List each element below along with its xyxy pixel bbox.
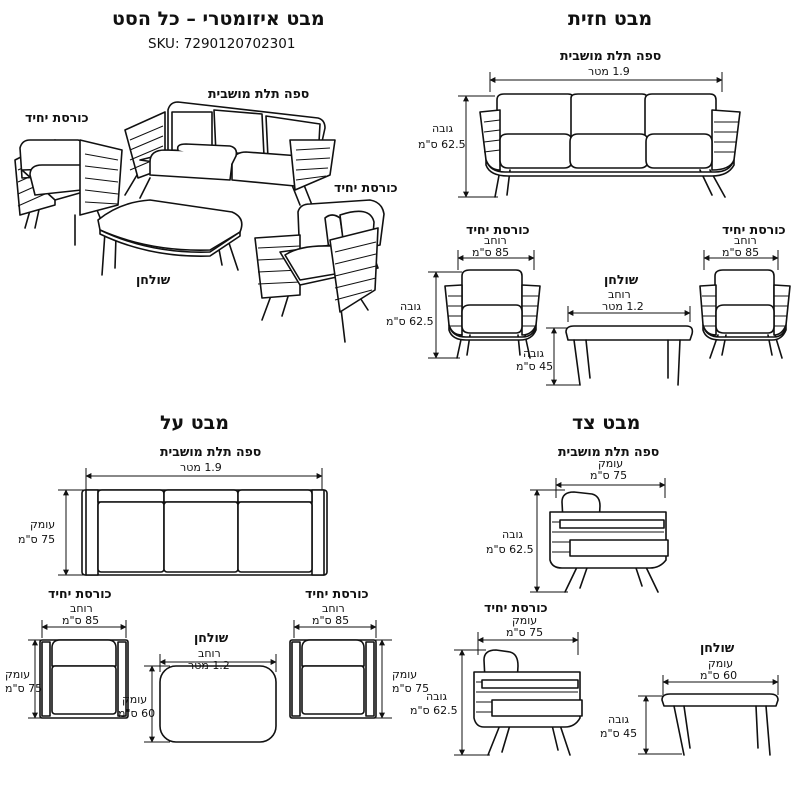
- front-chair-right-width-label: רוחב: [734, 234, 757, 247]
- side-sofa-depth-label: עומק: [598, 457, 624, 470]
- iso-chair-right-label: כורסת יחיד: [334, 180, 398, 195]
- front-chair-left-dim-lines: [428, 250, 535, 359]
- top-chair-left-depth-value: 75 ס"מ: [5, 682, 43, 695]
- iso-table-label: שולחן: [136, 272, 171, 287]
- front-table-width-label: רוחב: [608, 288, 631, 301]
- iso-chair-left: [14, 139, 123, 246]
- top-chair-left-depth-label: עומק: [5, 668, 31, 681]
- top-table: [159, 665, 277, 743]
- side-sofa: [549, 491, 669, 593]
- front-chair-left-label: כורסת יחיד: [466, 222, 530, 237]
- front-table-height-value: 45 ס"מ: [516, 360, 554, 373]
- top-table-label: שולחן: [194, 630, 229, 645]
- side-table-height-value: 45 ס"מ: [600, 727, 638, 740]
- front-chair-left-width-label: רוחב: [484, 234, 507, 247]
- iso-table: [97, 199, 243, 276]
- side-sofa-label: ספה תלת מושבית: [558, 444, 660, 459]
- front-chair-right-dim-lines: [703, 250, 779, 270]
- top-sofa-width: 1.9 מטר: [180, 461, 222, 474]
- top-chair-right-label: כורסת יחיד: [305, 586, 369, 601]
- iso-title: מבט איזומטרי – כל הסט: [112, 8, 325, 30]
- sku-code: SKU: 7290120702301: [148, 36, 296, 52]
- iso-chair-left-label: כורסת יחיד: [25, 110, 89, 125]
- front-table-height-label: גובה: [523, 347, 545, 360]
- top-table-dim-lines: [144, 654, 277, 743]
- top-sofa-depth-value: 75 ס"מ: [18, 533, 56, 546]
- top-sofa-depth-label: עומק: [30, 518, 56, 531]
- top-chair-left-width-value: 85 ס"מ: [62, 614, 100, 627]
- front-chair-height-label: גובה: [400, 300, 422, 313]
- side-sofa-height-value: 62.5 ס"מ: [486, 543, 534, 556]
- front-table: [565, 325, 694, 386]
- top-chair-left-width-label: רוחב: [70, 602, 93, 615]
- front-sofa-dim-lines: [458, 72, 723, 198]
- front-chair-left-width-value: 85 ס"מ: [472, 246, 510, 259]
- front-sofa-height-value: 62.5 ס"מ: [418, 138, 466, 151]
- front-chair-right-label: כורסת יחיד: [722, 222, 786, 237]
- front-table-width-value: 1.2 מטר: [602, 300, 644, 313]
- front-table-label: שולחן: [604, 272, 639, 287]
- front-sofa-width: 1.9 מטר: [588, 65, 630, 78]
- iso-chair-right: [254, 199, 385, 343]
- side-table: [661, 693, 779, 756]
- top-chair-left: [39, 639, 129, 719]
- top-chair-right-width-label: רוחב: [322, 602, 345, 615]
- iso-sofa: [124, 101, 336, 206]
- side-title: מבט צד: [572, 412, 641, 434]
- front-sofa-height-label: גובה: [432, 122, 454, 135]
- side-table-height-label: גובה: [608, 713, 630, 726]
- side-table-dim-lines: [638, 675, 779, 755]
- front-table-dim-lines: [546, 306, 691, 386]
- top-table-width-label: רוחב: [198, 647, 221, 660]
- iso-sofa-label: ספה תלת מושבית: [208, 86, 310, 101]
- front-title: מבט חזית: [568, 8, 653, 30]
- side-sofa-depth-value: 75 ס"מ: [590, 469, 628, 482]
- top-table-depth-label: עומק: [122, 693, 148, 706]
- side-chair-height-label: גובה: [426, 690, 448, 703]
- side-sofa-height-label: גובה: [502, 528, 524, 541]
- front-chair-height-value: 62.5 ס"מ: [386, 315, 434, 328]
- front-chair-right-width-value: 85 ס"מ: [722, 246, 760, 259]
- top-chair-left-label: כורסת יחיד: [48, 586, 112, 601]
- front-chair-left: [444, 269, 541, 359]
- side-chair-depth-value: 75 ס"מ: [506, 626, 544, 639]
- top-chair-right-depth-value: 75 ס"מ: [392, 682, 430, 695]
- side-chair-dim-lines: [454, 632, 579, 756]
- side-chair-height-value: 62.5 ס"מ: [410, 704, 458, 717]
- top-table-width-value: 1.2 מטר: [188, 659, 230, 672]
- top-sofa: [81, 489, 328, 576]
- top-chair-right-depth-label: עומק: [392, 668, 418, 681]
- top-title: מבט על: [160, 412, 230, 434]
- top-sofa-label: ספה תלת מושבית: [160, 444, 262, 459]
- front-sofa-label: ספה תלת מושבית: [560, 48, 662, 63]
- front-chair-right: [699, 269, 791, 359]
- front-sofa: [479, 93, 741, 198]
- side-chair-label: כורסת יחיד: [484, 600, 548, 615]
- top-chair-right-width-value: 85 ס"מ: [312, 614, 350, 627]
- top-chair-right: [289, 639, 377, 719]
- side-chair-depth-label: עומק: [512, 614, 538, 627]
- side-table-depth-label: עומק: [708, 657, 734, 670]
- side-chair: [473, 649, 583, 756]
- side-table-depth-value: 60 ס"מ: [700, 669, 738, 682]
- side-table-label: שולחן: [700, 640, 735, 655]
- side-sofa-dim-lines: [530, 478, 666, 593]
- top-table-depth-value: 60 ס"מ: [118, 707, 156, 720]
